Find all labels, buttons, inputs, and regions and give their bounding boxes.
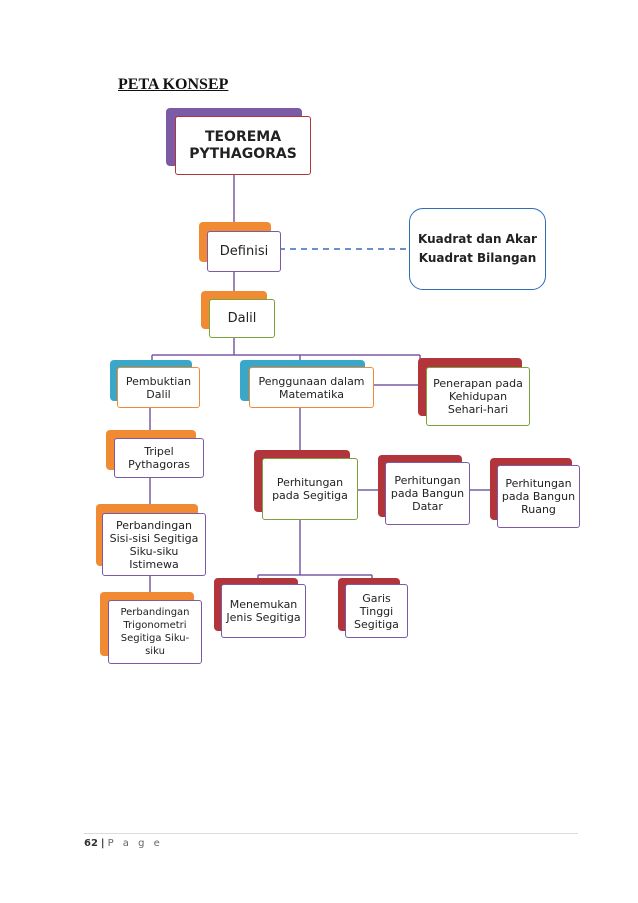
page-label: P a g e (107, 838, 163, 849)
node-pembuktian-dalil: Pembuktian Dalil (110, 360, 200, 408)
node-perhitungan-bangun-ruang: Perhitungan pada Bangun Ruang (490, 458, 580, 528)
node-menemukan-jenis-segitiga: Menemukan Jenis Segitiga (214, 578, 306, 638)
node-perbandingan-sisi: Perbandingan Sisi-sisi Segitiga Siku-sik… (96, 504, 206, 576)
node-perbandingan-trigonometri: Perbandingan Trigonometri Segitiga Siku-… (100, 592, 202, 664)
node-garis-tinggi-segitiga: Garis Tinggi Segitiga (338, 578, 408, 638)
node-definisi: Definisi (199, 222, 281, 272)
footer-divider (84, 833, 578, 834)
node-dalil: Dalil (201, 291, 275, 338)
page-footer: 62|P a g e (84, 838, 163, 849)
page-title: PETA KONSEP (118, 76, 229, 93)
footer-separator: | (100, 838, 105, 849)
page-number: 62 (84, 838, 98, 849)
node-perhitungan-bangun-datar: Perhitungan pada Bangun Datar (378, 455, 470, 525)
node-kuadrat-akar: Kuadrat dan Akar Kuadrat Bilangan (409, 208, 546, 290)
node-perhitungan-segitiga: Perhitungan pada Segitiga (254, 450, 358, 520)
node-tripel-pythagoras: Tripel Pythagoras (106, 430, 204, 478)
node-teorema-pythagoras: TEOREMA PYTHAGORAS (166, 108, 311, 175)
node-penerapan-kehidupan: Penerapan pada Kehidupan Sehari-hari (418, 358, 530, 426)
node-penggunaan-matematika: Penggunaan dalam Matematika (240, 360, 374, 408)
